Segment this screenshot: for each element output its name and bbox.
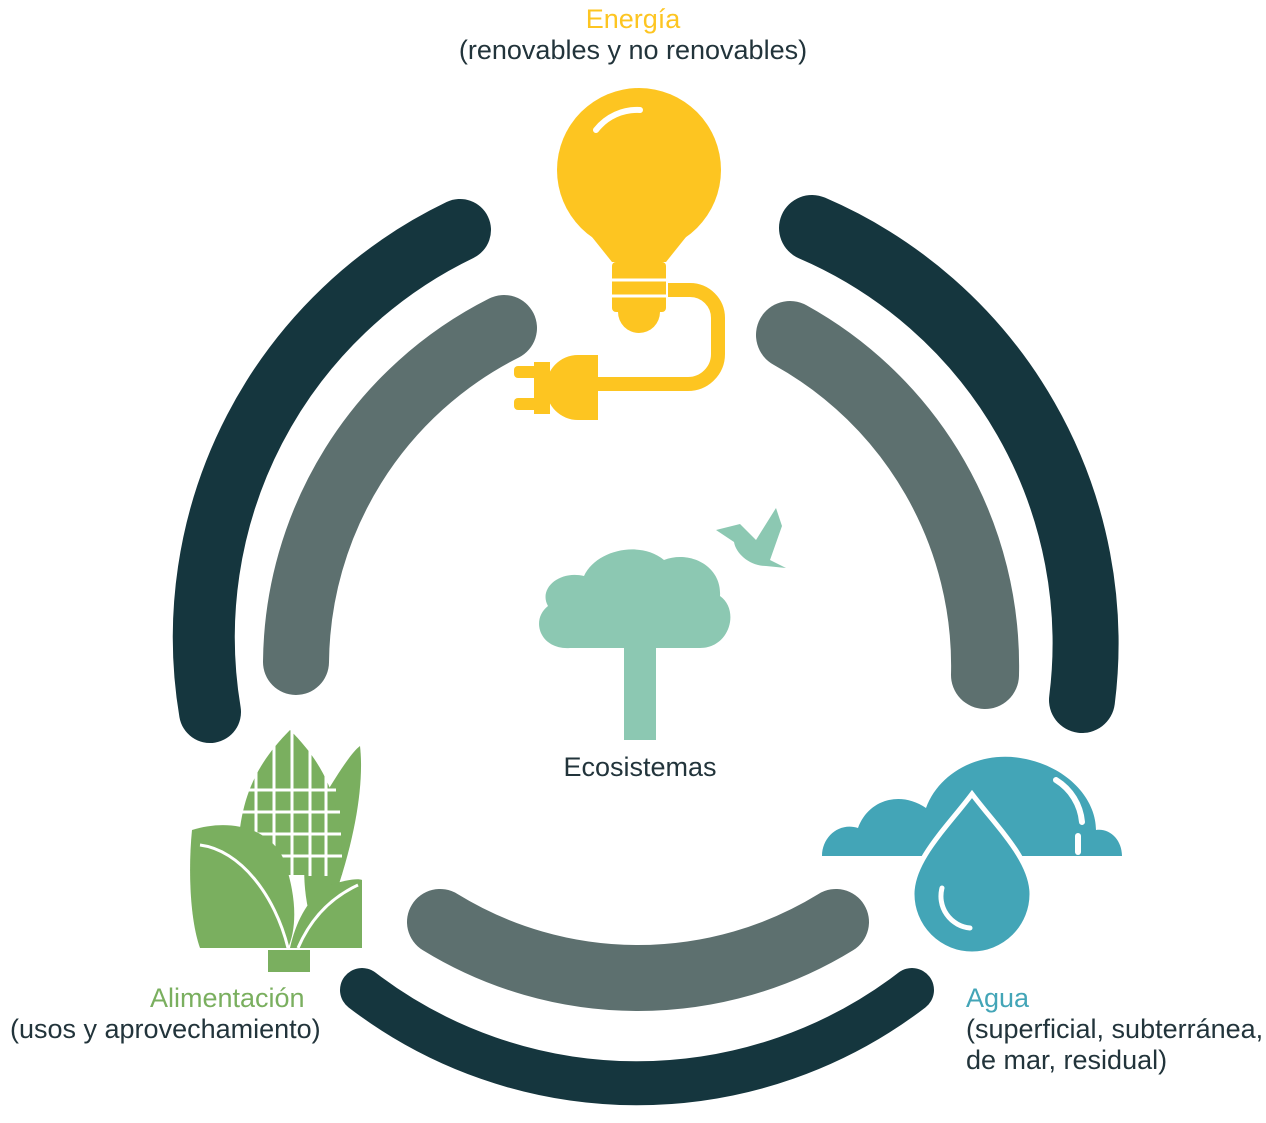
outer-arc-bottom (340, 968, 934, 1106)
energia-title: Energía (585, 4, 681, 34)
outer-arcs (172, 195, 1119, 1106)
inner-arc-left (263, 295, 537, 695)
energia-label: Energía (renovables y no renovables) (0, 4, 1266, 66)
agua-subtitle-line1: (superficial, subterránea, (966, 1014, 1264, 1044)
agua-label: Agua (superficial, subterránea, de mar, … (966, 983, 1263, 1076)
ecosistemas-label: Ecosistemas (563, 752, 717, 782)
corn-icon (190, 730, 362, 972)
alimentacion-label: Alimentación (usos y aprovechamiento) (10, 983, 321, 1045)
inner-arcs (263, 295, 1020, 1011)
agua-subtitle-line2: de mar, residual) (966, 1045, 1168, 1075)
inner-arc-bottom (407, 889, 869, 1011)
alimentacion-title: Alimentación (150, 983, 305, 1013)
inner-arc-right (756, 301, 1020, 709)
outer-arc-left (172, 199, 491, 743)
tree-bird-icon (539, 508, 786, 740)
cloud-waterdrop-icon (822, 756, 1122, 957)
outer-arc-right (779, 195, 1119, 733)
lightbulb-plug-icon (514, 88, 725, 420)
energia-subtitle: (renovables y no renovables) (458, 35, 808, 65)
alimentacion-subtitle: (usos y aprovechamiento) (10, 1014, 321, 1044)
agua-title: Agua (966, 983, 1030, 1013)
